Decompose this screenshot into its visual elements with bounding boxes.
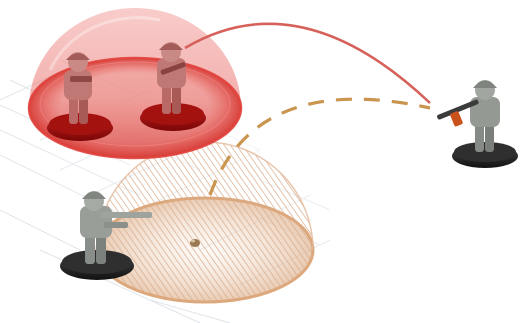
grenade-icon: [190, 239, 200, 247]
